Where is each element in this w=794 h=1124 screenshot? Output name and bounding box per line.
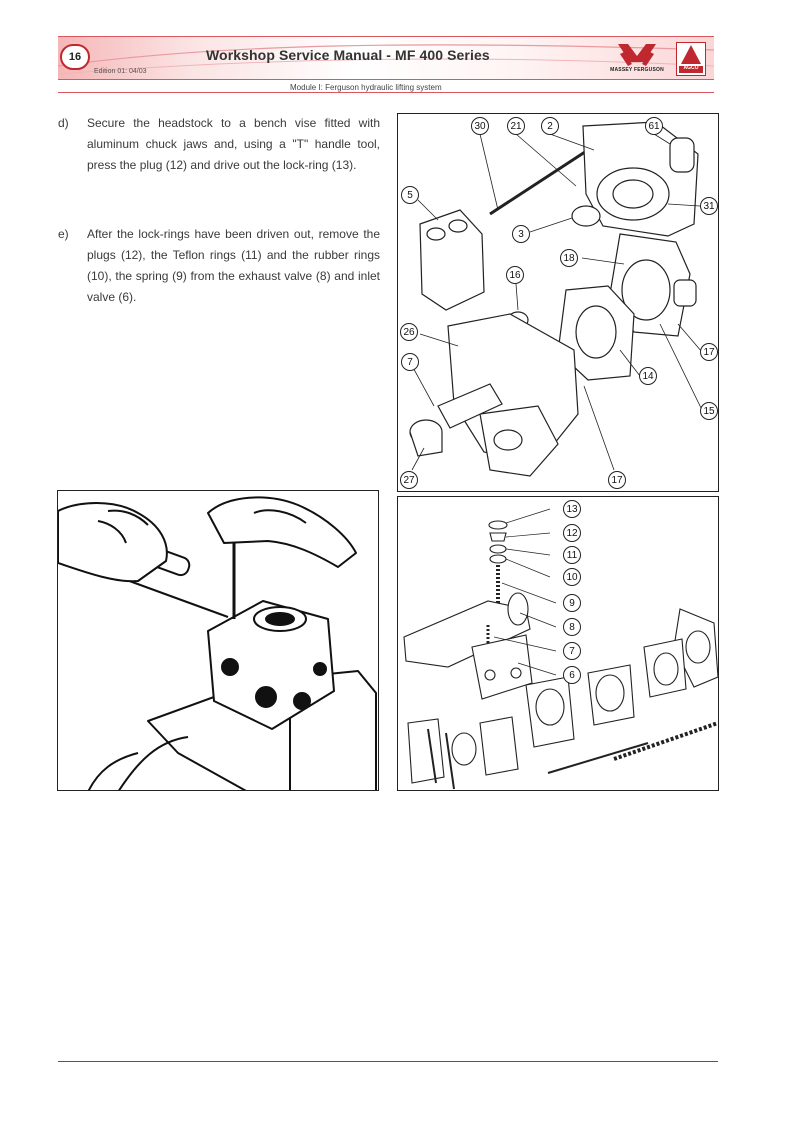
callout-12: 12 [563, 524, 581, 542]
step-marker: e) [58, 227, 69, 241]
module-divider [58, 92, 714, 93]
callout-14: 14 [639, 367, 657, 385]
edition-label: Edition 01: 04/03 [94, 68, 147, 75]
document-title: Workshop Service Manual - MF 400 Series [206, 47, 490, 63]
callout-15: 15 [700, 402, 718, 420]
callout-8: 8 [563, 618, 581, 636]
callout-27: 27 [400, 471, 418, 489]
page-number-badge: 16 [60, 44, 90, 70]
valve-exploded-drawing [403, 508, 718, 790]
step-text: After the lock-rings have been driven ou… [87, 227, 380, 304]
callout-17-lower: 17 [608, 471, 626, 489]
callout-7: 7 [401, 353, 419, 371]
callout-61: 61 [645, 117, 663, 135]
callout-30: 30 [471, 117, 489, 135]
figure-headstock-exploded-view: 30 21 2 61 5 31 3 18 16 26 17 7 14 15 27… [397, 113, 719, 492]
callout-26: 26 [400, 323, 418, 341]
callout-16: 16 [506, 266, 524, 284]
exploded-view-drawing [409, 121, 703, 477]
footer-divider [58, 1061, 718, 1062]
figure-t-handle-tool-in-vise [57, 490, 379, 791]
callout-3: 3 [512, 225, 530, 243]
callout-10: 10 [563, 568, 581, 586]
step-text: Secure the headstock to a bench vise fit… [87, 116, 380, 172]
agco-logo-icon [676, 42, 706, 76]
callout-11: 11 [563, 546, 581, 564]
module-label: Module I: Ferguson hydraulic lifting sys… [290, 83, 442, 92]
callout-21: 21 [507, 117, 525, 135]
callout-6: 6 [563, 666, 581, 684]
callout-18: 18 [560, 249, 578, 267]
callout-31: 31 [700, 197, 718, 215]
callout-5: 5 [401, 186, 419, 204]
callout-2: 2 [541, 117, 559, 135]
step-d: d) Secure the headstock to a bench vise … [58, 113, 380, 203]
callout-17-upper: 17 [700, 343, 718, 361]
callout-9: 9 [563, 594, 581, 612]
step-e: e) After the lock-rings have been driven… [58, 224, 380, 314]
figure-valve-exploded-view: 13 12 11 10 9 8 7 6 [397, 496, 719, 791]
massey-ferguson-logo-icon [618, 44, 656, 66]
agco-wordmark: AGCO [683, 65, 699, 71]
t-handle-tool-drawing [58, 496, 377, 790]
callout-7: 7 [563, 642, 581, 660]
massey-ferguson-wordmark: MASSEY FERGUSON [610, 67, 664, 73]
step-marker: d) [58, 116, 69, 130]
callout-13: 13 [563, 500, 581, 518]
